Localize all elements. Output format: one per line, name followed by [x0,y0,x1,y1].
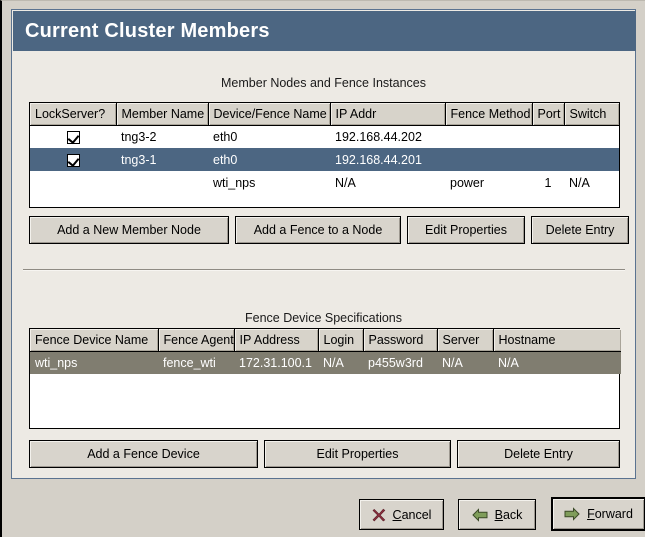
column-header-fence-device-name[interactable]: Fence Device Name [30,329,159,352]
cancel-mnemonic: C [392,507,402,522]
member-name-cell: tng3-1 [116,148,208,171]
table-header-row: Fence Device Name Fence Agent IP Address… [30,329,621,352]
member-name-cell [116,171,208,194]
table-row[interactable]: tng3-2 eth0 192.168.44.202 [30,125,619,148]
ip-addr-cell: 192.168.44.201 [330,148,445,171]
column-header-switch[interactable]: Switch [564,103,619,126]
column-header-lockserver[interactable]: LockServer? [30,103,117,126]
switch-cell: N/A [569,175,590,190]
back-label-rest: ack [502,507,523,522]
table-header-row: LockServer? Member Name Device/Fence Nam… [30,103,619,126]
checkbox-checked-icon[interactable] [66,153,80,167]
button-label: Edit Properties [316,447,399,461]
page-title: Current Cluster Members [25,19,270,42]
port-cell [532,148,564,171]
button-label: Add a Fence Device [87,447,200,461]
switch-cell [564,125,619,148]
title-bar: Current Cluster Members [13,11,636,51]
button-label: Delete Entry [545,223,615,237]
add-fence-device-button[interactable]: Add a Fence Device [29,440,258,468]
add-fence-to-node-button[interactable]: Add a Fence to a Node [235,216,401,244]
fence-device-name-cell: wti_nps [30,351,158,374]
column-header-hostname[interactable]: Hostname [493,329,621,352]
forward-label-rest: orward [594,507,633,521]
button-label: Edit Properties [425,223,507,237]
fence-method-cell [445,148,532,171]
column-header-port[interactable]: Port [532,103,565,126]
server-cell: N/A [437,351,493,374]
fence-agent-cell: fence_wti [158,351,234,374]
ip-addr-cell: 192.168.44.202 [335,129,422,144]
column-header-fence-agent[interactable]: Fence Agent [158,329,235,352]
button-label: Back [495,508,523,522]
device-fence-name-cell: wti_nps [213,175,256,190]
port-cell [532,125,564,148]
back-mnemonic: B [494,507,503,522]
column-header-fence-method[interactable]: Fence Method [445,103,533,126]
edit-properties-fence-button[interactable]: Edit Properties [264,440,451,468]
column-header-ip-addr[interactable]: IP Addr [330,103,446,126]
section-divider [23,269,625,270]
switch-cell [564,148,619,171]
column-header-ip-address[interactable]: IP Address [234,329,319,352]
fence-method-cell: power [450,175,485,190]
ip-address-cell: 172.31.100.1 [234,351,318,374]
column-header-password[interactable]: Password [363,329,438,352]
cancel-button[interactable]: Cancel [359,499,444,530]
forward-mnemonic: F [587,507,595,521]
fence-section-caption: Fence Device Specifications [244,311,403,325]
device-fence-name-cell: eth0 [213,129,238,144]
column-header-server[interactable]: Server [437,329,494,352]
forward-button[interactable]: Forward [551,497,645,531]
back-button[interactable]: Back [458,499,536,530]
table-row[interactable]: wti_nps N/A power 1 N/A [30,171,619,194]
checkbox-checked-icon[interactable] [66,130,80,144]
lockserver-cell[interactable] [30,148,116,171]
arrow-left-icon [471,507,488,522]
cancel-label-rest: ancel [401,507,432,522]
member-name-cell: tng3-2 [121,129,157,144]
members-section-caption: Member Nodes and Fence Instances [221,76,426,90]
arrow-right-icon [564,507,580,521]
lockserver-cell[interactable] [30,171,116,194]
button-label: Forward [587,507,633,521]
edit-properties-member-button[interactable]: Edit Properties [407,216,525,244]
delete-entry-fence-button[interactable]: Delete Entry [457,440,620,468]
column-header-device-fence-name[interactable]: Device/Fence Name [208,103,331,126]
button-label: Add a New Member Node [57,223,201,237]
column-header-login[interactable]: Login [318,329,364,352]
x-mark-icon [372,508,386,522]
password-cell: p455w3rd [363,351,437,374]
button-label: Add a Fence to a Node [253,223,383,237]
add-new-member-node-button[interactable]: Add a New Member Node [29,216,229,244]
device-fence-name-cell: eth0 [208,148,330,171]
column-header-member-name[interactable]: Member Name [116,103,209,126]
content-panel: Current Cluster Members Member Nodes and… [11,9,636,479]
login-cell: N/A [318,351,363,374]
lockserver-cell[interactable] [30,125,116,148]
port-cell: 1 [544,175,552,190]
hostname-cell: N/A [493,351,621,374]
fence-device-table[interactable]: Fence Device Name Fence Agent IP Address… [29,328,621,429]
member-nodes-table[interactable]: LockServer? Member Name Device/Fence Nam… [29,102,620,208]
button-label: Delete Entry [504,447,573,461]
fence-method-cell [445,125,532,148]
button-label: Cancel [393,508,432,522]
ip-addr-cell: N/A [335,175,356,190]
delete-entry-member-button[interactable]: Delete Entry [531,216,629,244]
